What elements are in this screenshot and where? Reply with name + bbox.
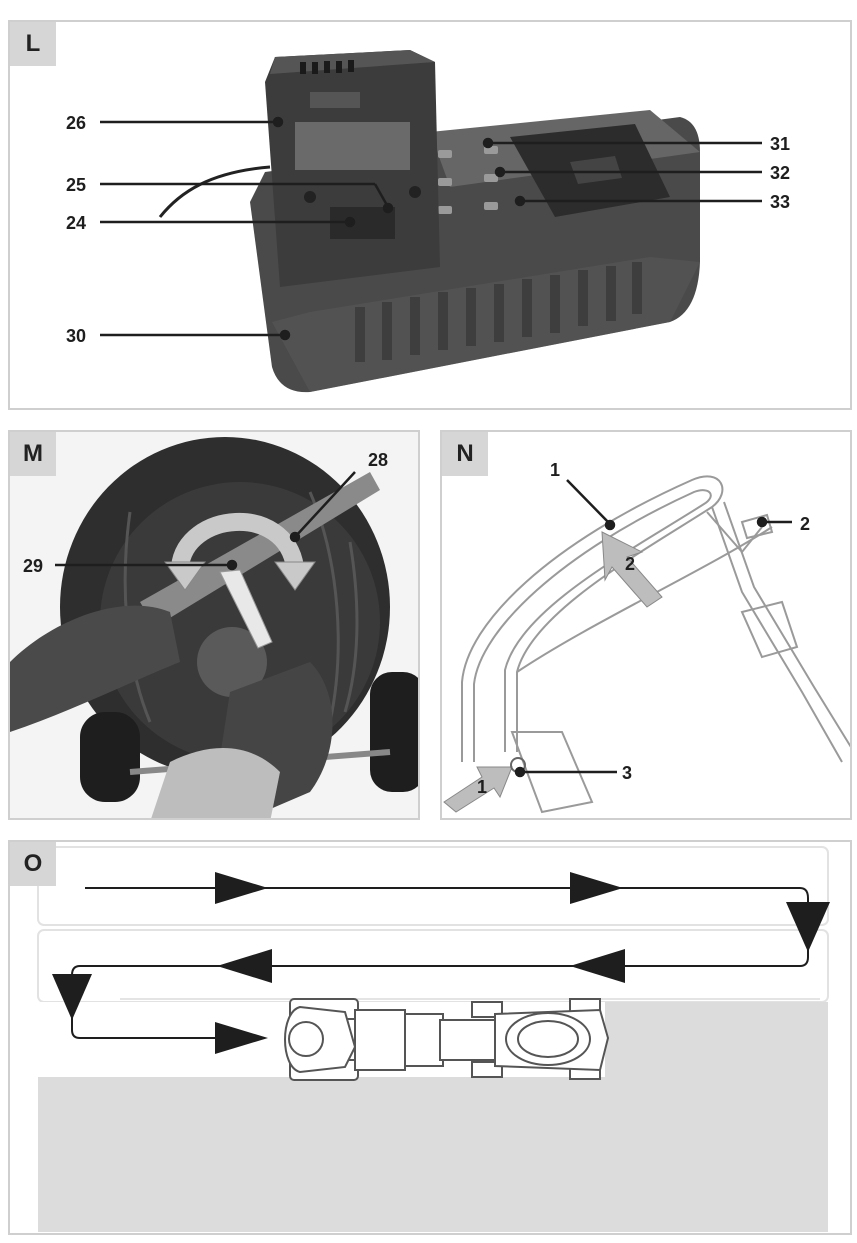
callout-31: 31 (770, 134, 791, 154)
blade-removal-photo (10, 432, 418, 818)
panel-m-tag: M (10, 432, 56, 476)
mower-top-view (284, 998, 610, 1081)
arrow-label-1: 1 (477, 777, 488, 797)
mowing-pattern-diagram (37, 846, 830, 1232)
handle-drawing (443, 475, 850, 814)
panel-l: L (8, 20, 852, 410)
panel-n: N 1 2 3 2 1 (440, 430, 852, 820)
arrow-1 (443, 766, 513, 813)
glove-left (10, 605, 180, 732)
callout-28: 28 (368, 450, 389, 470)
callout-1: 1 (550, 460, 561, 480)
callout-29: 29 (23, 556, 44, 576)
charger-illustration (100, 50, 762, 393)
lane-1 (37, 846, 829, 926)
rear-wheel-left (80, 712, 140, 802)
callout-2: 2 (800, 514, 811, 534)
lane-3-uncut (605, 1002, 828, 1077)
charger-leds (438, 146, 498, 214)
callout-33: 33 (770, 192, 791, 212)
handle-arm (711, 506, 843, 763)
callout-26: 26 (66, 113, 87, 133)
callout-3: 3 (622, 763, 633, 783)
handle-bar (461, 475, 724, 762)
battery-label (295, 122, 410, 170)
mowing-path (71, 887, 809, 1039)
panel-l-tag: L (10, 22, 56, 66)
charger-front-face (272, 257, 700, 392)
rotation-arrow (171, 512, 304, 570)
panel-m: M 29 28 (8, 430, 420, 820)
direction-arrows (52, 872, 830, 1054)
callout-32: 32 (770, 163, 791, 183)
arrow-label-2: 2 (625, 554, 636, 574)
panel-o-tag: O (10, 842, 56, 886)
wrench (219, 569, 273, 649)
callout-24: 24 (66, 213, 87, 233)
callout-30: 30 (66, 326, 87, 346)
panel-o: O (8, 840, 852, 1235)
panel-n-tag: N (442, 432, 488, 476)
blade-hub (197, 627, 267, 697)
rear-wheel-right (370, 672, 418, 792)
arrow-2 (601, 531, 663, 608)
uncut-lawn (38, 1077, 828, 1232)
callout-25: 25 (66, 175, 87, 195)
